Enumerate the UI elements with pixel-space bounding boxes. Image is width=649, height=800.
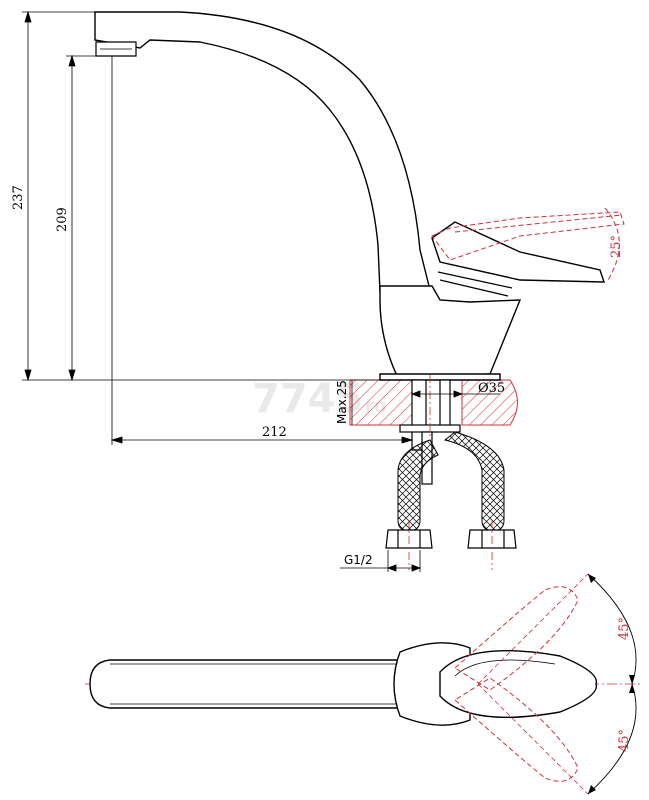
dimension-max-counter: Max.25: [335, 380, 349, 424]
body-base: [379, 285, 522, 379]
center-lines: [408, 375, 493, 570]
spout: [94, 11, 431, 293]
top-view: [85, 573, 640, 795]
lever-angle-label: 25°: [609, 235, 624, 258]
watermark-main: 7745: [252, 376, 363, 422]
top-spout: [89, 659, 431, 709]
dimension-overall-height: 237: [11, 185, 26, 210]
lever-swivel-up: [454, 586, 579, 691]
hose-nuts: [385, 529, 517, 549]
swivel-angle-top-label: 45°: [617, 617, 632, 640]
dimension-spout-height: 209: [55, 207, 70, 232]
lever-raised: [431, 207, 625, 281]
swivel-angle-bottom-label: 45°: [617, 729, 632, 752]
top-lever: [439, 649, 598, 719]
countertop-section: [349, 379, 518, 426]
lever-swivel-down: [454, 677, 579, 782]
faucet-body: [94, 11, 605, 381]
dimension-hole-diameter: Ø35: [478, 381, 505, 396]
base-plate: [379, 373, 501, 381]
lever: [431, 221, 605, 283]
dimension-lines: [22, 10, 500, 572]
dimension-thread: G1/2: [344, 553, 373, 567]
dimension-spout-reach: 212: [262, 425, 287, 440]
flex-hoses: [397, 431, 505, 531]
